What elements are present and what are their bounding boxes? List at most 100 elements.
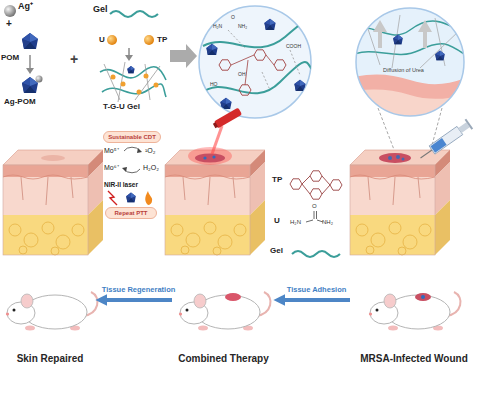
text-label: O xyxy=(312,203,317,209)
tissue-circle xyxy=(350,74,470,125)
flow-arrow xyxy=(283,298,350,302)
ptt-icon xyxy=(126,193,136,203)
treated-wound xyxy=(188,147,232,165)
urea-structure xyxy=(306,211,323,222)
ag-ion xyxy=(4,5,16,17)
zoom-circle xyxy=(219,60,231,70)
stage-panel: MRSA-Infected Wound xyxy=(350,272,478,364)
stage-panel: Combined Therapy xyxy=(172,272,275,364)
text-label: NH₂ xyxy=(238,24,247,29)
tp-structure xyxy=(330,180,342,190)
infected-wound xyxy=(402,158,405,161)
gel-strand xyxy=(292,251,340,257)
tissue-circle xyxy=(350,0,475,125)
text-label: NIR-II laser xyxy=(104,182,138,189)
pom-cluster xyxy=(22,33,38,49)
cdt-cycle xyxy=(122,147,142,173)
ag-ion xyxy=(4,5,16,17)
zoom-circle xyxy=(239,85,251,95)
process-arrow xyxy=(170,44,197,68)
tissue-circle xyxy=(350,0,475,125)
stage-panel: Skin Repaired xyxy=(3,272,97,364)
tp-structure xyxy=(290,179,302,189)
monomer-ball xyxy=(144,35,154,45)
zoom-circle xyxy=(254,50,266,60)
gel-network xyxy=(127,66,134,73)
tissue-circle xyxy=(356,8,464,116)
text-label: OH xyxy=(238,72,246,77)
text-label: Gel xyxy=(270,247,283,255)
text-label: U xyxy=(99,36,105,44)
monomer-ball xyxy=(107,35,117,45)
gel-network xyxy=(154,83,159,88)
treated-wound xyxy=(212,126,222,154)
zoom-circle xyxy=(294,80,305,91)
infected-wound xyxy=(396,155,400,159)
text-label: POM xyxy=(1,54,19,62)
text-label: TP xyxy=(272,176,282,184)
tp-structure xyxy=(310,171,322,181)
tissue-circle xyxy=(393,35,403,45)
tp-structure xyxy=(302,176,330,194)
syringe xyxy=(417,119,473,163)
text-label: U xyxy=(274,217,280,225)
urea-structure xyxy=(316,211,317,219)
tissue-circle xyxy=(435,51,445,61)
treated-wound xyxy=(188,108,242,165)
text-label: H₂O₂ xyxy=(143,164,159,171)
pom-cluster xyxy=(22,33,43,93)
infected-wound xyxy=(388,156,392,160)
text-label: + xyxy=(6,19,12,29)
down-arrow xyxy=(26,68,34,74)
text-label: NH₂ xyxy=(322,219,333,225)
ptt-icon xyxy=(108,191,117,205)
infected-wound xyxy=(379,119,473,163)
tissue-circle xyxy=(418,20,432,48)
down-arrow xyxy=(26,48,133,74)
mouse-figure xyxy=(225,293,241,301)
gel-network xyxy=(104,62,160,102)
gel-network xyxy=(121,82,126,87)
down-arrow xyxy=(128,48,130,56)
zoom-circle xyxy=(264,19,275,30)
node-text: Sustainable CDT xyxy=(108,134,156,140)
syringe xyxy=(421,150,432,158)
syringe xyxy=(429,126,463,154)
gel-network xyxy=(111,75,116,80)
text-label: O xyxy=(231,15,235,20)
text-label: T-G-U Gel xyxy=(103,103,140,111)
process-tag: Sustainable CDT xyxy=(103,131,161,143)
text-label: Mo⁵⁺ xyxy=(104,147,119,154)
zoom-circle xyxy=(274,60,286,70)
text-label: H₂N xyxy=(213,24,222,29)
ptt-icon xyxy=(145,191,152,205)
treated-wound xyxy=(195,154,225,163)
mouse-figure xyxy=(369,292,461,331)
monomer-ball xyxy=(107,35,154,45)
gel-strand xyxy=(110,11,158,17)
text-label: Mo⁶⁺ xyxy=(104,164,119,171)
zoom-circle xyxy=(206,44,217,55)
gel-network xyxy=(144,74,149,79)
zoom-circle xyxy=(228,30,300,90)
text-label: COOH xyxy=(286,44,301,49)
ptt-icon xyxy=(108,191,152,205)
text-label: TP xyxy=(157,36,167,44)
treated-wound xyxy=(212,108,242,130)
text-label: ¹O₂ xyxy=(145,147,156,154)
infected-wound xyxy=(379,153,411,163)
mouse-figure xyxy=(421,295,425,299)
cdt-cycle xyxy=(137,148,142,153)
gel-strand xyxy=(110,11,158,17)
skin-block xyxy=(165,150,265,255)
healed-skin xyxy=(41,155,65,161)
flow-arrow xyxy=(105,298,172,302)
node-text: Combined Therapy xyxy=(178,353,269,364)
healed-skin xyxy=(41,155,65,161)
syringe xyxy=(465,119,474,130)
zoom-circle xyxy=(220,98,231,109)
arrow-label: Tissue Regeneration xyxy=(102,286,176,294)
process-arrow xyxy=(170,44,197,68)
text-label: HO xyxy=(210,82,218,87)
